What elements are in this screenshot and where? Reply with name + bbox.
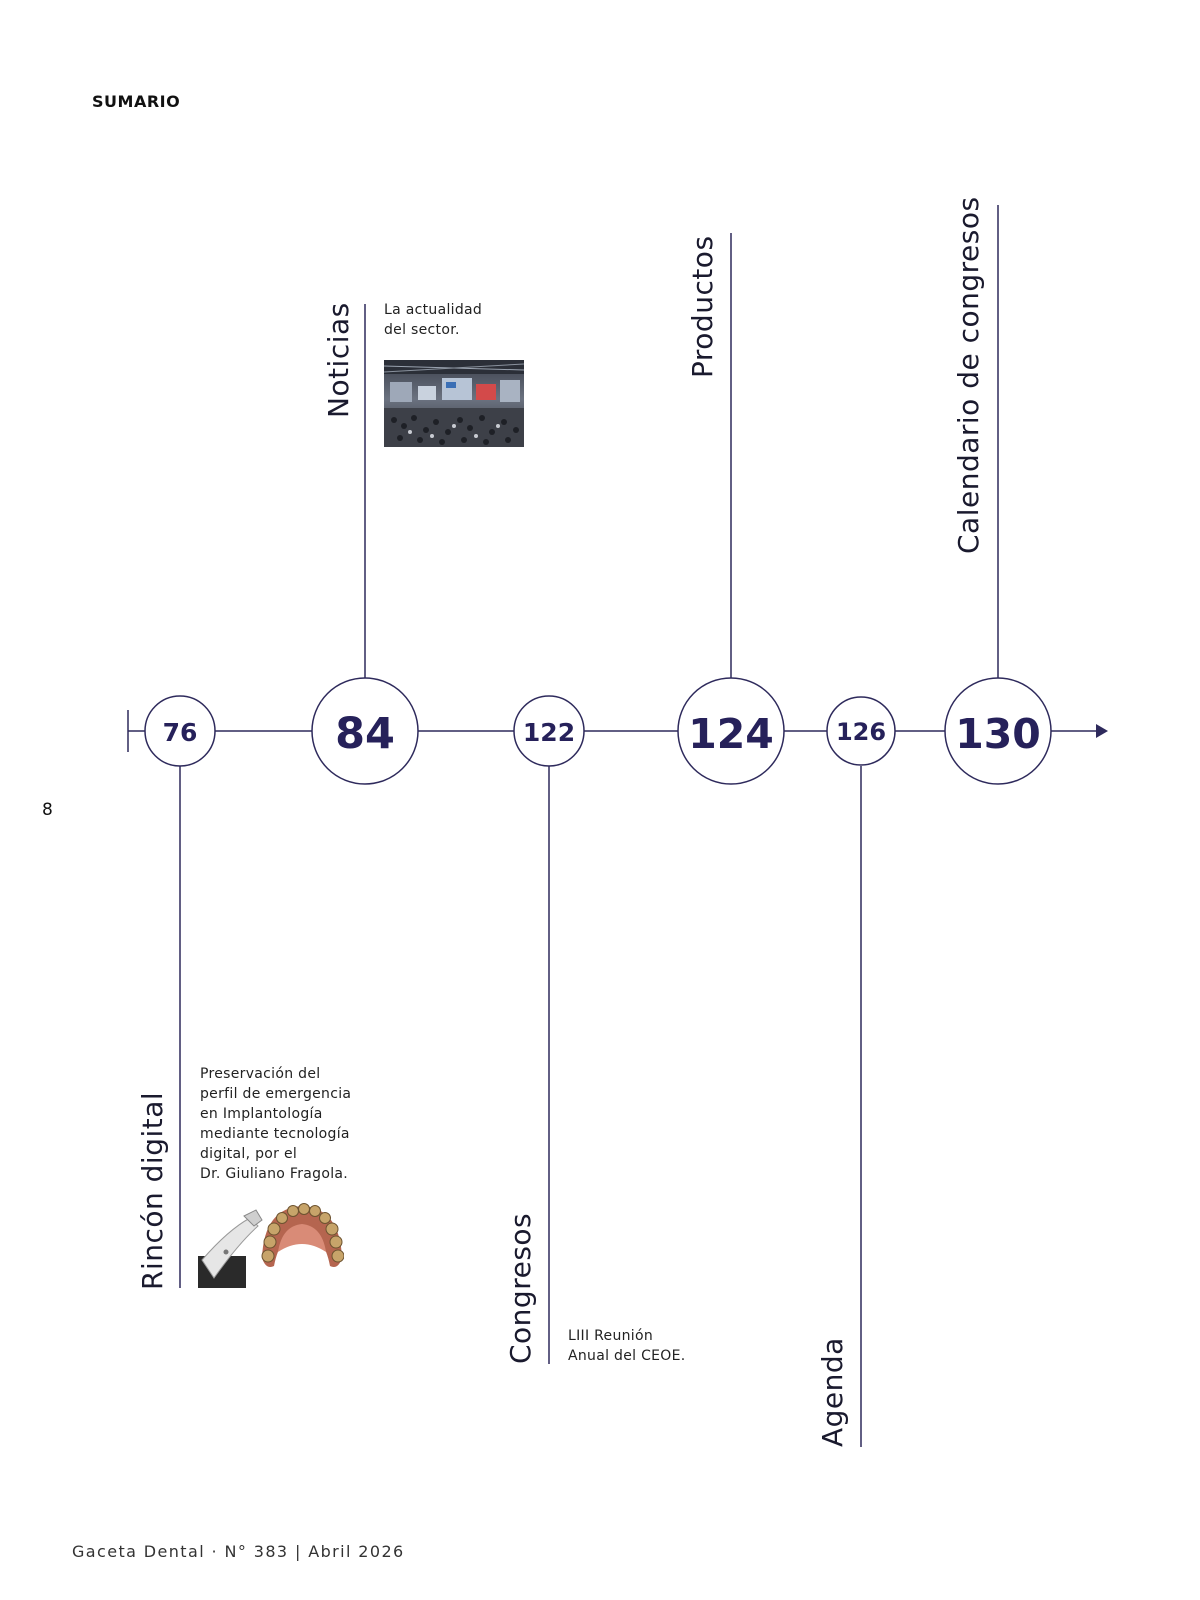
page-number-124: 124 bbox=[688, 710, 774, 758]
page-number-126: 126 bbox=[836, 718, 886, 746]
page-number-76: 76 bbox=[163, 718, 198, 747]
trade-fair-photo bbox=[384, 360, 524, 447]
timeline-arrow-icon bbox=[1096, 724, 1108, 738]
description-rincon-digital: Preservación del perfil de emergencia en… bbox=[200, 1064, 351, 1184]
section-title-rincon-digital: Rincón digital bbox=[136, 1092, 170, 1290]
page-number-122: 122 bbox=[523, 718, 575, 747]
section-title-congresos: Congresos bbox=[504, 1213, 538, 1364]
section-title-agenda: Agenda bbox=[816, 1337, 850, 1447]
section-title-calendario: Calendario de congresos bbox=[952, 196, 986, 554]
intraoral-scanner-and-dental-arch-image bbox=[198, 1200, 344, 1288]
description-congresos: LIII Reunión Anual del CEOE. bbox=[568, 1326, 686, 1366]
section-title-productos: Productos bbox=[686, 235, 720, 378]
page-number-130: 130 bbox=[955, 710, 1041, 758]
page-number-84: 84 bbox=[335, 709, 395, 759]
description-noticias: La actualidad del sector. bbox=[384, 300, 482, 340]
section-title-noticias: Noticias bbox=[322, 302, 356, 418]
